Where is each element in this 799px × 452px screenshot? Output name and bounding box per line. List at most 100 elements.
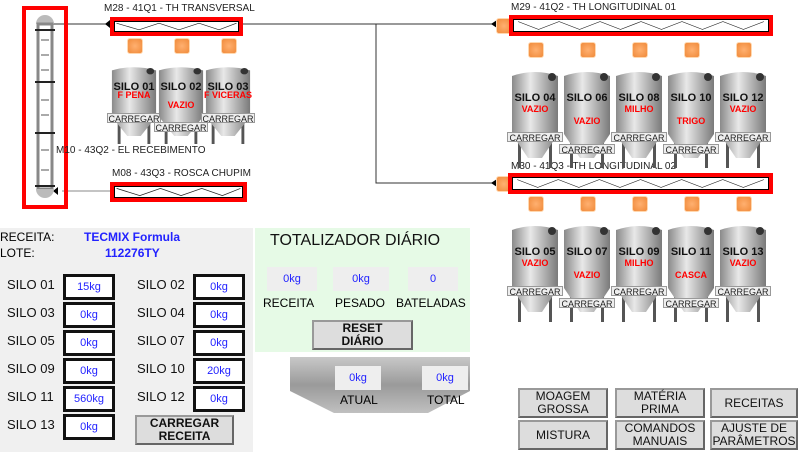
silo-lamp-icon: [528, 196, 544, 212]
recipe-silo-input[interactable]: 560kg: [63, 386, 115, 412]
silo-name: SILO 01: [113, 80, 155, 93]
carregar-button[interactable]: CARREGAR: [663, 298, 719, 309]
silo-name: SILO 11: [670, 246, 712, 258]
silo[interactable]: SILO 06 VAZIO CARREGAR: [559, 42, 615, 168]
recipe-silo-input[interactable]: 0kg: [193, 330, 245, 356]
receita-label: RECEITA:: [0, 230, 55, 244]
silo-lamp-icon: [127, 38, 143, 54]
silo-status: TRIGO: [676, 116, 706, 126]
carregar-button[interactable]: CARREGAR: [611, 132, 667, 143]
recipe-silo-input[interactable]: 15kg: [63, 274, 115, 300]
silo-name: SILO 06: [566, 92, 608, 104]
conveyor-label-longitudinal-02: M30 - 41Q3 - TH LONGITUDINAL 02: [511, 161, 677, 172]
silo-name: SILO 09: [618, 246, 660, 258]
nav-button-label: MOAGEM: [535, 389, 591, 403]
carregar-button[interactable]: CARREGAR: [107, 112, 161, 124]
silo-name: SILO 07: [566, 246, 608, 258]
nav-button-label: MANUAIS: [632, 434, 688, 448]
nav-button-label: MATÉRIA: [633, 389, 687, 403]
silo-name: SILO 12: [722, 92, 764, 104]
recipe-silo-label: SILO 11: [7, 389, 54, 404]
nav-button-receitas[interactable]: RECEITAS: [710, 388, 798, 418]
recipe-silo-input[interactable]: 0kg: [63, 414, 115, 440]
silo-lamp-icon: [580, 196, 596, 212]
lote-value: 112276TY: [105, 246, 160, 260]
conveyor-longitudinal-01[interactable]: [509, 15, 773, 36]
recipe-silo-input[interactable]: 20kg: [193, 358, 245, 384]
carregar-button[interactable]: CARREGAR: [611, 286, 667, 297]
silo-status: VAZIO: [167, 100, 195, 110]
lote-label: LOTE:: [0, 246, 35, 260]
carregar-button[interactable]: CARREGAR: [559, 298, 615, 309]
nav-button-label: PRIMA: [640, 402, 679, 416]
silo-lamp-icon: [221, 38, 237, 54]
totalizer-bateladas-label: BATELADAS: [396, 296, 466, 310]
silo-name: SILO 05: [514, 246, 556, 258]
silo-lamp-icon: [684, 42, 700, 58]
recipe-silo-input[interactable]: 0kg: [193, 274, 245, 300]
nav-button-label: GROSSA: [537, 402, 589, 416]
scale-total-label: TOTAL: [427, 393, 465, 407]
silo-status: VAZIO: [521, 104, 549, 114]
conveyor-transversal[interactable]: [110, 17, 243, 36]
silo-name: SILO 13: [722, 246, 764, 258]
recipe-silo-input[interactable]: 0kg: [193, 302, 245, 328]
conveyor-label-rosca: M08 - 43Q3 - ROSCA CHUPIM: [112, 168, 251, 179]
silo-status: MILHO: [624, 104, 654, 114]
carregar-button[interactable]: CARREGAR: [507, 286, 563, 297]
silo-status: VAZIO: [729, 104, 757, 114]
recipe-silo-label: SILO 04: [137, 305, 185, 320]
silo-body-icon: [666, 68, 716, 168]
recipe-silo-input[interactable]: 0kg: [63, 330, 115, 356]
carregar-button[interactable]: CARREGAR: [559, 144, 615, 155]
carregar-button[interactable]: CARREGAR: [715, 132, 771, 143]
carregar-button[interactable]: CARREGAR: [715, 286, 771, 297]
carregar-button[interactable]: CARREGAR: [201, 112, 255, 124]
nav-button-mistura[interactable]: MISTURA: [518, 420, 608, 450]
silo-body-icon: [157, 64, 205, 144]
scale-atual-value: 0kg: [335, 366, 381, 390]
elevator[interactable]: [22, 6, 68, 209]
silo-status: VAZIO: [573, 116, 601, 126]
silo-lamp-icon: [736, 42, 752, 58]
conveyor-label-longitudinal-01: M29 - 41Q2 - TH LONGITUDINAL 01: [511, 2, 677, 13]
carregar-button[interactable]: CARREGAR: [507, 132, 563, 143]
silo-status: F VICERAS: [204, 90, 253, 101]
carregar-button[interactable]: CARREGAR: [154, 122, 208, 134]
recipe-silo-input[interactable]: 0kg: [63, 358, 115, 384]
totalizer-pesado-label: PESADO: [335, 296, 386, 310]
silo-body-icon: [666, 222, 716, 322]
silo-lamp-icon: [528, 42, 544, 58]
silo-lamp-icon: [632, 42, 648, 58]
silo-status: MILHO: [624, 258, 654, 268]
carregar-button[interactable]: CARREGAR: [663, 144, 719, 155]
elevator-icon: [35, 15, 55, 198]
recipe-silo-input[interactable]: 0kg: [193, 386, 245, 412]
conveyor-longitudinal-02[interactable]: [508, 173, 773, 194]
recipe-silo-input[interactable]: 0kg: [63, 302, 115, 328]
silo-lamp-icon: [684, 196, 700, 212]
silo-body-icon: [562, 222, 612, 322]
totalizer-title: TOTALIZADOR DIÁRIO: [270, 232, 441, 249]
totalizer-bateladas-value: 0: [408, 267, 458, 291]
silo-status: VAZIO: [729, 258, 757, 268]
conveyor-rosca-chupim[interactable]: [110, 182, 247, 202]
